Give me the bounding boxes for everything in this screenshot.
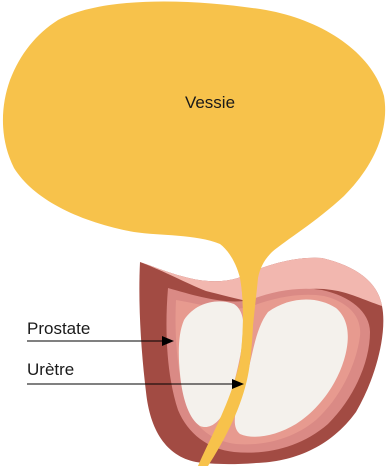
bladder-label: Vessie bbox=[185, 93, 235, 112]
urethra-label: Urètre bbox=[27, 360, 74, 379]
prostate-label: Prostate bbox=[27, 319, 90, 338]
